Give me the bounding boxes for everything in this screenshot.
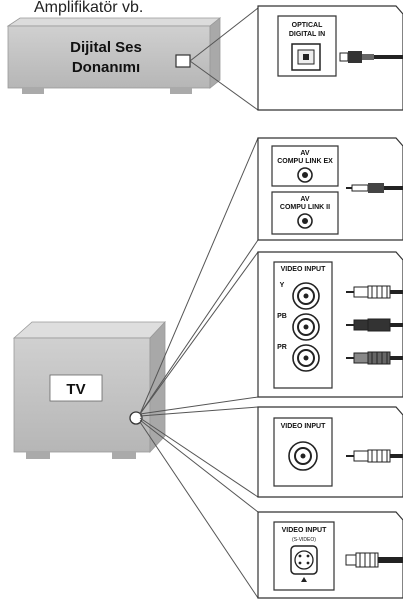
component-jack-y — [292, 282, 320, 310]
jack-label-pb: PB — [277, 313, 287, 320]
component-jack-pr — [292, 344, 320, 372]
optical-label-line2: DIGITAL IN — [289, 31, 325, 38]
composite-jack — [288, 441, 318, 471]
rca-plug-y — [346, 285, 403, 299]
svideo-title: VIDEO INPUT — [282, 527, 327, 534]
optical-output-port — [175, 54, 191, 68]
rca-plug-pr — [346, 351, 403, 365]
svideo-panel: VIDEO INPUT (S-VIDEO) — [257, 511, 403, 599]
tv-connection-lines — [139, 137, 259, 599]
av-compulink-panel: AV COMPU LINK EX AV COMPU LINK II — [257, 137, 403, 241]
component-title: VIDEO INPUT — [281, 266, 326, 273]
rca-plug-composite — [346, 449, 403, 463]
optical-label-line1: OPTICAL — [292, 22, 323, 29]
component-video-panel: VIDEO INPUT Y PB PR — [257, 251, 403, 398]
optical-panel: OPTICAL DIGITAL IN — [257, 5, 403, 111]
av-ii-label-line1: AV — [300, 196, 310, 203]
tv-label: TV — [66, 381, 85, 398]
optical-connection-lines — [189, 7, 259, 111]
svideo-jack — [290, 545, 318, 582]
svideo-sub-label: (S-VIDEO) — [292, 537, 316, 543]
jack-label-pr: PR — [277, 344, 287, 351]
tv-label-plate — [49, 374, 103, 402]
av-ex-label-line1: AV — [300, 150, 310, 157]
tv-connection-port — [129, 411, 143, 425]
rca-plug-pb — [346, 318, 403, 332]
svideo-plug — [345, 552, 403, 568]
digital-audio-device: Dijital Ses Donanımı — [6, 17, 222, 94]
minijack-cable-plug — [346, 183, 403, 193]
av-ex-label-line2: COMPU LINK EX — [277, 158, 333, 165]
component-jack-pb — [292, 313, 320, 341]
digital-device-label-line1: Dijital Ses — [70, 39, 142, 56]
composite-title: VIDEO INPUT — [281, 423, 326, 430]
jack-label-y: Y — [280, 282, 285, 289]
optical-cable-plug — [339, 51, 403, 63]
composite-video-panel: VIDEO INPUT — [257, 406, 403, 498]
av-ii-label-line2: COMPU LINK II — [280, 204, 330, 211]
digital-device-label-line2: Donanımı — [72, 59, 140, 76]
top-caption: Amplifikatör vb. — [34, 0, 143, 16]
tv-device: TV — [12, 320, 166, 459]
